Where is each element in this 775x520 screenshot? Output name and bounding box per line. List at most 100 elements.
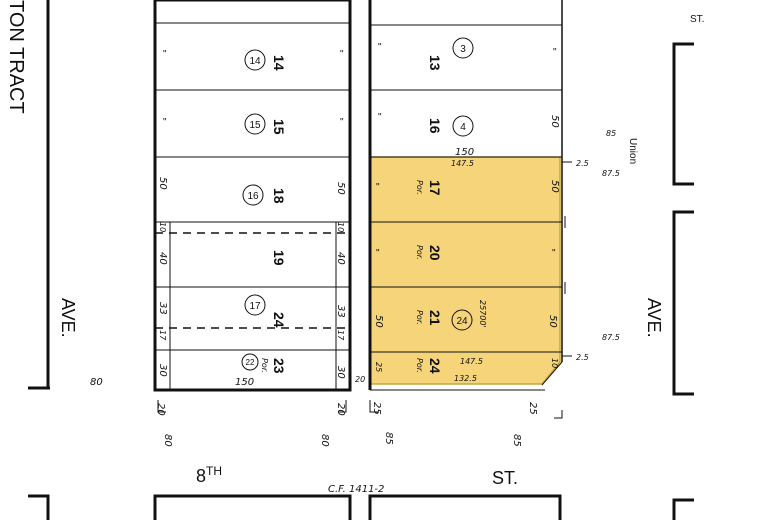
dim-label: 17 bbox=[158, 330, 167, 341]
por-label: Por. bbox=[415, 180, 424, 195]
parcel-circle bbox=[244, 294, 266, 316]
parcel-circle-number: 4 bbox=[460, 122, 466, 133]
dim-label: 25 bbox=[371, 402, 382, 415]
right-block-corner bbox=[541, 361, 563, 386]
dim-label: 50 bbox=[547, 315, 558, 328]
dim-label: 40 bbox=[335, 252, 346, 265]
parcel-circle-number: 22 bbox=[246, 358, 255, 367]
ditto-mark: " bbox=[553, 47, 557, 58]
dim-label: 20 bbox=[355, 375, 365, 384]
cf-reference: C.F. 1411-2 bbox=[328, 484, 384, 495]
por-label: Por. bbox=[415, 245, 424, 260]
dim-label: 10 bbox=[158, 222, 167, 232]
lot-number: 24 bbox=[427, 358, 443, 374]
lower-block-right bbox=[368, 494, 562, 520]
dim-label: 147.5 bbox=[460, 357, 483, 366]
street-dim: 80 bbox=[319, 434, 330, 447]
lower-block-left bbox=[153, 494, 352, 520]
corner-mark bbox=[157, 400, 166, 413]
lot-number: 14 bbox=[271, 55, 287, 71]
left-80-label: 80 bbox=[90, 377, 103, 388]
lot-number: 21 bbox=[427, 310, 443, 326]
dim-label: 40 bbox=[157, 252, 168, 265]
ditto-mark: " bbox=[340, 117, 344, 128]
por-label: Por. bbox=[415, 310, 424, 325]
lot-number: 20 bbox=[427, 245, 443, 261]
left-block bbox=[153, 0, 352, 392]
block-bracket-upper bbox=[672, 42, 694, 186]
lot-number: 23 bbox=[271, 358, 287, 374]
corner-mark bbox=[554, 410, 563, 419]
dim-label: 17 bbox=[336, 330, 345, 341]
corner-mark bbox=[338, 400, 347, 413]
block-bracket-lower bbox=[672, 210, 694, 396]
por-label: Por. bbox=[415, 358, 424, 373]
dim-label: 50 bbox=[549, 115, 560, 128]
dim-label: 10 bbox=[550, 358, 559, 368]
dim-label: 50 bbox=[335, 182, 346, 195]
dim-label: 150 bbox=[235, 377, 254, 388]
dim-label: 147.5 bbox=[451, 159, 474, 168]
parcel-circle-number: 17 bbox=[249, 301, 261, 312]
lot-number: 15 bbox=[271, 119, 287, 135]
street-dim: 85 bbox=[511, 434, 522, 447]
eighth-street-label: 8TH bbox=[196, 464, 222, 486]
dim-label: 25 bbox=[374, 362, 383, 372]
lot-number: 18 bbox=[271, 188, 287, 204]
parcel-circle bbox=[242, 184, 264, 206]
street-dim: 80 bbox=[162, 434, 173, 447]
dim-label: 30 bbox=[335, 366, 346, 379]
dim-label: 132.5 bbox=[454, 374, 477, 383]
parcel-circle bbox=[452, 37, 474, 59]
dim-label: 87.5 bbox=[602, 333, 620, 342]
ditto-mark: " bbox=[378, 112, 382, 123]
dim-label: 20 bbox=[155, 403, 166, 416]
dim-label: 33 bbox=[157, 302, 168, 315]
parcel-circle-number: 24 bbox=[456, 316, 468, 327]
ditto-mark: " bbox=[376, 182, 380, 193]
por-label: Por. bbox=[260, 358, 269, 373]
street-dim: 85 bbox=[383, 432, 394, 445]
parcel-circle-number: 14 bbox=[249, 56, 261, 67]
parcel-circle bbox=[244, 49, 266, 71]
dim-label: 2.5 bbox=[576, 353, 589, 362]
lot-number: 13 bbox=[427, 55, 443, 71]
tract-name-text: TON TRACT bbox=[5, 0, 27, 114]
parcel-circle bbox=[241, 353, 259, 371]
parcel-circle-number: 3 bbox=[460, 44, 466, 55]
ditto-mark: " bbox=[163, 117, 167, 128]
lower-block-far-left bbox=[28, 494, 50, 520]
block-bracket-bottom bbox=[672, 498, 694, 520]
st-label-top-right: ST. bbox=[690, 14, 704, 25]
lot-number: 17 bbox=[427, 180, 443, 196]
dim-label: 2.5 bbox=[576, 159, 589, 168]
dim-label: 85 bbox=[606, 129, 616, 138]
ditto-mark: " bbox=[376, 248, 380, 259]
dim-label: 10 bbox=[336, 222, 345, 232]
ditto-mark: " bbox=[378, 42, 382, 53]
parcel-circle-number: 15 bbox=[249, 120, 261, 131]
diagonal-label: 25700' bbox=[478, 300, 487, 328]
lot-number: 19 bbox=[271, 250, 287, 266]
parcel-circle bbox=[451, 309, 473, 331]
corner-mark bbox=[369, 400, 378, 413]
parcel-circle-number: 16 bbox=[247, 191, 259, 202]
dim-label: 50 bbox=[157, 177, 168, 190]
dim-label: 50 bbox=[549, 180, 560, 193]
dim-label: 20 bbox=[335, 403, 346, 416]
ave-label-left: AVE. bbox=[58, 298, 78, 338]
ditto-mark: " bbox=[163, 49, 167, 60]
lot-number: 24 bbox=[271, 312, 287, 328]
dim-label: 25 bbox=[527, 402, 538, 415]
parcel-circle bbox=[244, 113, 266, 135]
union-label: Union bbox=[627, 138, 638, 164]
eighth-street-st: ST. bbox=[492, 468, 518, 488]
dim-label: 33 bbox=[335, 305, 346, 318]
lot-number: 16 bbox=[427, 118, 443, 134]
dim-label: 150 bbox=[455, 147, 474, 158]
ditto-mark: " bbox=[552, 248, 556, 259]
highlighted-parcel[interactable] bbox=[369, 156, 561, 385]
ditto-mark: " bbox=[340, 49, 344, 60]
dim-label: 50 bbox=[373, 315, 384, 328]
